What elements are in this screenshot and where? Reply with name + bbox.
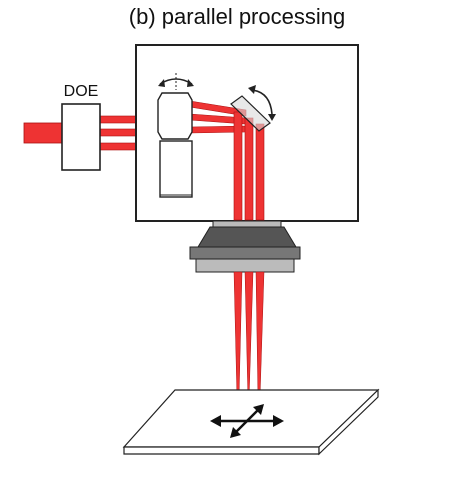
rotation-arrow-icon: [248, 85, 276, 121]
galvo-mirror: [230, 95, 271, 132]
figure-title: (b) parallel processing: [128, 4, 346, 29]
scanner-motor: [157, 92, 193, 198]
doe-label: DOE: [64, 83, 99, 100]
rotation-arrow-icon: [158, 73, 194, 90]
objective-lens: [189, 220, 301, 273]
input-laser-beam: [23, 122, 63, 144]
focused-beams: [233, 271, 265, 401]
xy-motion-arrows-icon: [210, 404, 284, 438]
doe-element: [61, 103, 101, 171]
